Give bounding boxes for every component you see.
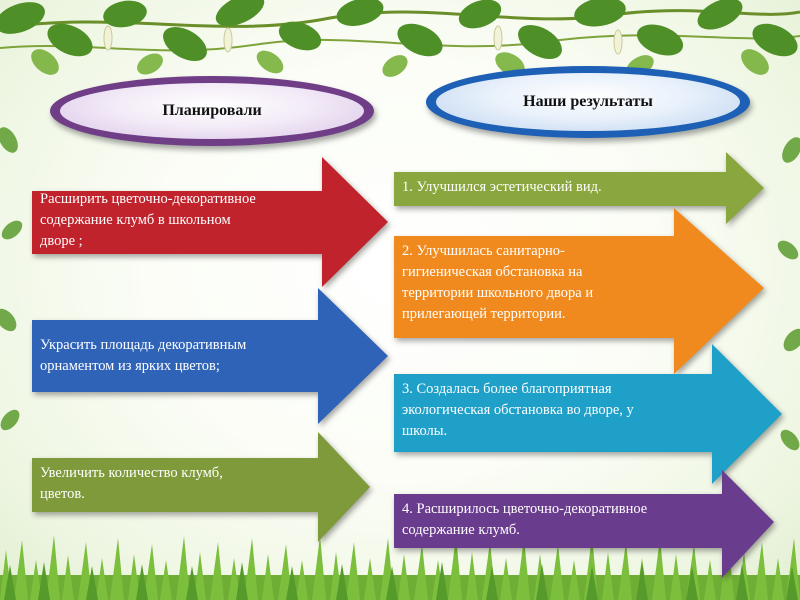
arrow-shape [32,288,388,424]
planned-header-label: Планировали [60,83,364,139]
planned-arrow-2: Украсить площадь декоративным орнаментом… [32,288,388,424]
result-item-3-text: 3. Создалась более благоприятная экологи… [402,381,634,440]
planned-header: Планировали [50,76,374,146]
planned-arrow-1: Расширить цветочно-декоративное содержан… [32,157,388,287]
results-header: Наши результаты [426,66,750,138]
result-arrow-3: 3. Создалась более благоприятная экологи… [394,344,782,484]
planned-item-1-text: Расширить цветочно-декоративное содержан… [40,191,256,250]
planned-item-3-text: Увеличить количество клумб, цветов. [40,465,223,503]
arrow-shape [394,152,764,224]
results-header-label: Наши результаты [436,73,740,131]
arrow-shape [394,344,782,484]
result-arrow-4: 4. Расширилось цветочно-декоративное сод… [394,470,774,578]
result-arrow-1: 1. Улучшился эстетический вид. [394,152,764,224]
planned-item-2-text: Украсить площадь декоративным орнаментом… [40,337,247,375]
arrow-shape [394,208,764,374]
result-item-2-text: 2. Улучшилась санитарно- гигиеническая о… [402,243,594,323]
arrow-shape [32,157,388,287]
planned-arrow-3: Увеличить количество клумб, цветов. [32,432,370,542]
result-arrow-2: 2. Улучшилась санитарно- гигиеническая о… [394,208,764,374]
arrow-shape [32,432,370,542]
result-item-4-text: 4. Расширилось цветочно-декоративное сод… [402,501,648,539]
arrow-shape [394,470,774,578]
grass-decoration [0,535,800,600]
result-item-1-text: 1. Улучшился эстетический вид. [402,179,602,195]
